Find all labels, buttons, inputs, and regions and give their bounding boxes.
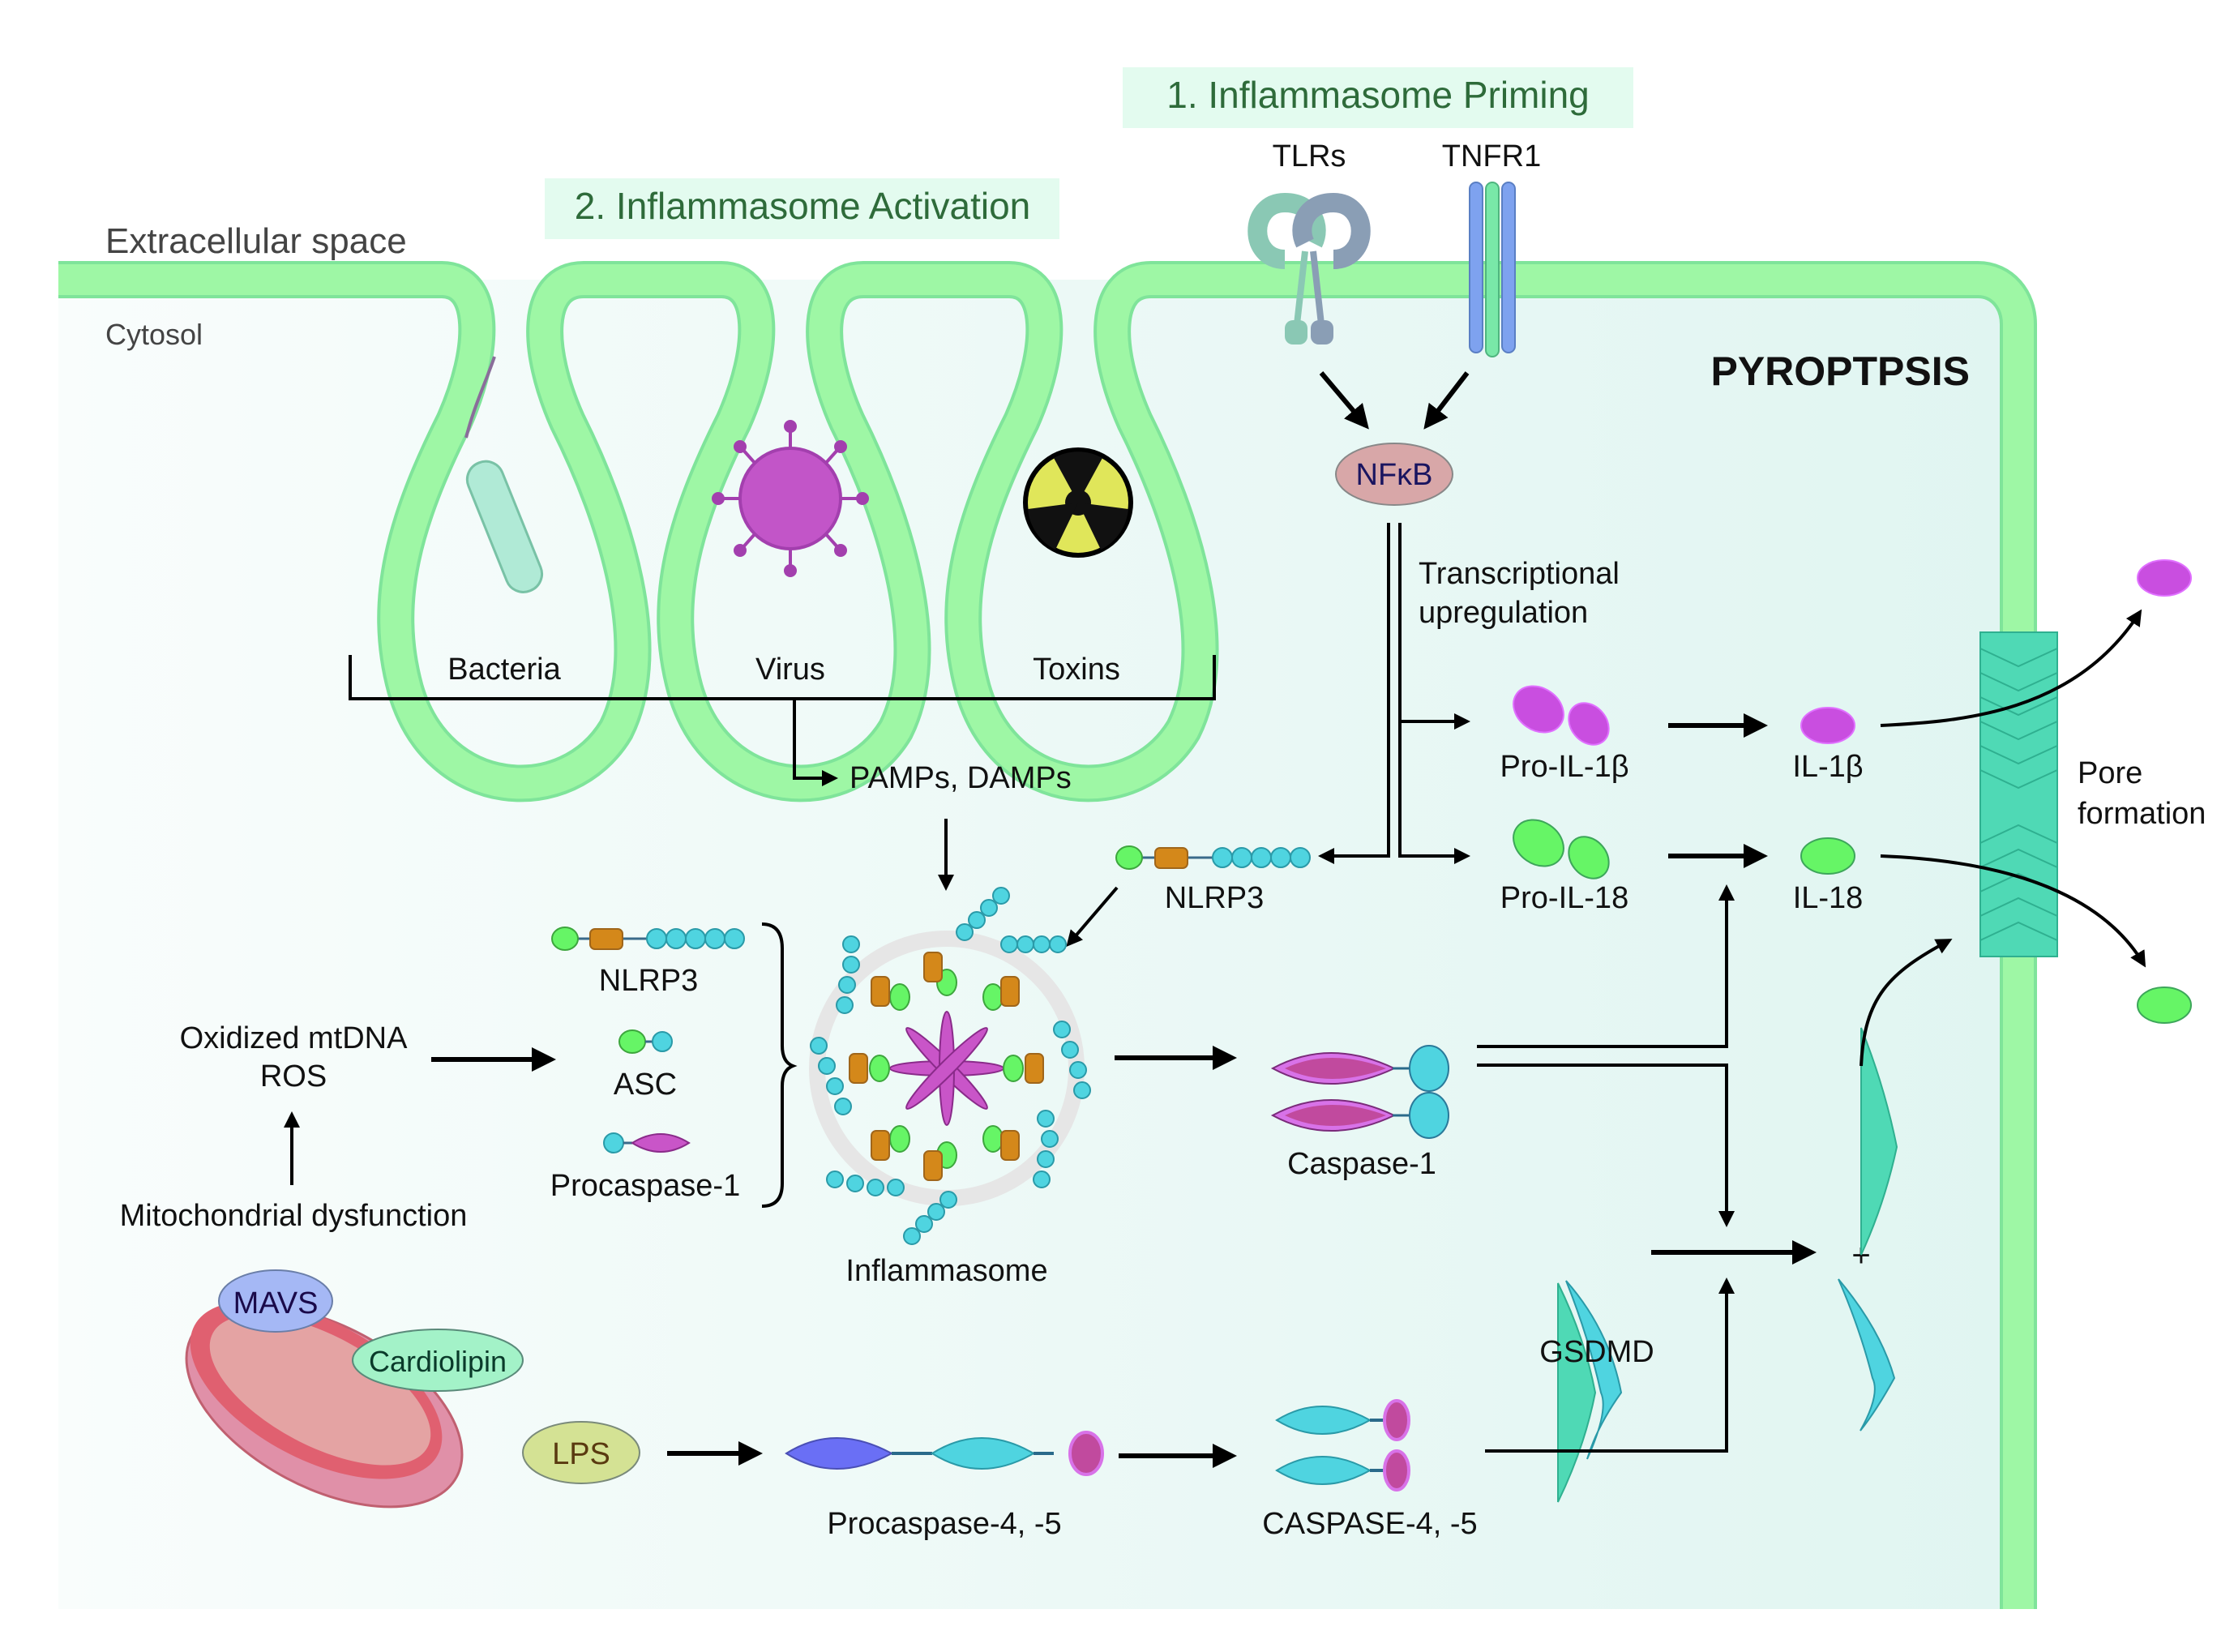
gsdmd-pore (1979, 631, 2058, 957)
transcription-label-1: Transcriptional (1419, 557, 1620, 591)
lps-node (522, 1421, 640, 1484)
transcription-lines (1318, 523, 1470, 864)
caspase1-to-il18-arrow (1477, 884, 1735, 1048)
nlrp3-protein-right (1115, 845, 1311, 870)
transcription-label-2: upregulation (1419, 596, 1588, 630)
toxins-label: Toxins (1033, 653, 1120, 687)
inflammasome-label: Inflammasome (845, 1254, 1047, 1288)
activation-title: 2. Inflammasome Activation (575, 185, 1030, 227)
tnfr1-label: TNFR1 (1442, 139, 1541, 173)
virus-icon (712, 420, 869, 577)
caspase45-to-gsdmd-arrow (1485, 1278, 1735, 1453)
il18-released (2137, 986, 2192, 1024)
tlr-to-nfkb-arrow (1319, 371, 1369, 430)
plus-sign: + (1851, 1238, 1870, 1273)
caspase1-protein (1270, 1045, 1449, 1139)
toxin-radiation-icon (1023, 447, 1133, 558)
ros-label-1: Oxidized mtDNA (180, 1021, 408, 1055)
lps-label: LPS (552, 1437, 610, 1471)
inflammasome-complex (809, 887, 1091, 1245)
pore-label-1: Pore (2078, 756, 2142, 790)
procaspase1-protein (603, 1132, 691, 1153)
procaspase45-label: Procaspase-4, -5 (827, 1507, 1061, 1541)
cytosol-label: Cytosol (105, 318, 203, 351)
tnfr1-receptor-icon (1469, 182, 1516, 357)
il18-release-arrow (1880, 854, 2146, 968)
gsdmd-to-pore-arrow (1860, 939, 1953, 1067)
gsdmd-protein (1557, 1280, 1623, 1503)
bacteria-icon (464, 356, 544, 593)
mavs-node (218, 1269, 333, 1333)
cardiolipin-label: Cardiolipin (369, 1345, 507, 1378)
extracellular-label: Extracellular space (105, 221, 407, 261)
gsdmd-n-terminal (1860, 1027, 1898, 1256)
pore-label-2: formation (2078, 797, 2206, 831)
pathogen-bracket (349, 655, 1216, 786)
il18-label: IL-18 (1793, 881, 1864, 915)
il1b-released (2137, 559, 2192, 597)
cell-membrane (58, 261, 2037, 1609)
nfkb-label: NFκB (1356, 458, 1433, 492)
pyroptosis-title: PYROPTPSIS (1710, 349, 1970, 394)
asc-label: ASC (614, 1068, 677, 1102)
tnfr1-to-nfkb-arrow (1423, 371, 1470, 430)
nfkb-node (1335, 443, 1453, 506)
nlrp3-right-label: NLRP3 (1165, 881, 1265, 915)
cardiolipin-node (352, 1329, 524, 1392)
ros-label-2: ROS (260, 1059, 327, 1093)
nlrp3-protein-left (551, 927, 745, 951)
pro-il18-protein (1513, 819, 1610, 879)
caspase1-to-gsdmd-arrow (1477, 1064, 1735, 1227)
asc-protein (618, 1029, 673, 1054)
virus-label: Virus (755, 653, 825, 687)
pro-il1b-protein (1513, 685, 1610, 746)
priming-title-box (1123, 67, 1633, 128)
procaspase1-label: Procaspase-1 (550, 1169, 740, 1203)
priming-title: 1. Inflammasome Priming (1166, 74, 1590, 116)
tlrs-label: TLRs (1273, 139, 1346, 173)
components-brace (761, 922, 798, 1208)
tlr-receptor-icon (1248, 192, 1371, 345)
gsdmd-c-terminal (1838, 1278, 1896, 1432)
activation-title-box (545, 178, 1059, 239)
nlrp3-label: NLRP3 (599, 964, 699, 998)
il1b-protein (1800, 707, 1855, 744)
il18-protein (1800, 837, 1855, 875)
il1b-label: IL-1β (1792, 750, 1863, 784)
caspase45-protein (1275, 1399, 1410, 1492)
caspase1-label: Caspase-1 (1287, 1147, 1436, 1181)
bacteria-label: Bacteria (447, 653, 561, 687)
gsdmd-label: GSDMD (1539, 1335, 1654, 1369)
mito-dysfunction-label: Mitochondrial dysfunction (120, 1199, 468, 1233)
mavs-label: MAVS (233, 1286, 319, 1320)
pamps-label: PAMPs, DAMPs (850, 761, 1072, 795)
caspase45-label: CASPASE-4, -5 (1262, 1507, 1477, 1541)
pro-il1b-label: Pro-IL-1β (1500, 750, 1628, 784)
pro-il18-label: Pro-IL-18 (1500, 881, 1628, 915)
nlrp3-to-inflammasome-arrow (1066, 886, 1119, 948)
il1b-release-arrow (1880, 609, 2142, 727)
procaspase45-protein (785, 1431, 1104, 1476)
